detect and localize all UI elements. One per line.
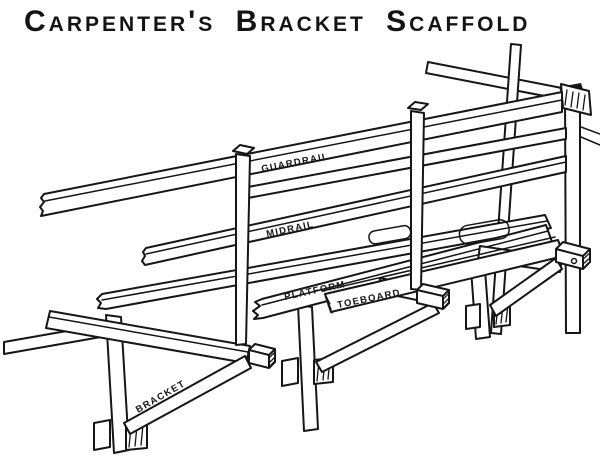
left-arm-end-block <box>248 343 276 369</box>
figure-title: Carpenter's Bracket Scaffold <box>24 5 531 38</box>
right-post-cap <box>407 101 429 111</box>
rafter-end-hatch <box>564 89 586 111</box>
right-guardrail-post <box>410 110 425 291</box>
left-guardrail-post <box>235 153 251 346</box>
left-bracket-arm <box>45 310 251 364</box>
left-bracket-cleat <box>93 419 111 451</box>
right-arm-end-hatch <box>583 253 590 268</box>
middle-arm-end-block <box>416 283 450 310</box>
middle-bracket-brace <box>315 302 440 373</box>
corner-post <box>564 92 581 334</box>
right-bracket-cleat <box>465 303 481 330</box>
midrail-top-edge <box>145 161 567 255</box>
platform-back-plank <box>96 214 552 310</box>
middle-bracket-cleat <box>281 357 299 387</box>
front-plank-edge <box>261 230 549 306</box>
corner-rail-stubs <box>580 126 600 146</box>
left-arm-end-hatch <box>269 352 275 367</box>
left-arm-edge <box>48 316 249 353</box>
plank-end-mark <box>458 218 510 246</box>
guardrail-beam <box>39 91 563 217</box>
right-bracket-brace <box>489 257 563 317</box>
middle-arm-end-hatch <box>443 293 449 308</box>
guardrail-top-edge <box>44 99 563 202</box>
toeboard-top-edge <box>321 236 556 292</box>
toeboard-end-hatch <box>325 295 333 314</box>
line-art: GUARDRAIL MIDRAIL PLATFORM TOEBOARD BRAC… <box>3 43 600 454</box>
arm-end-hole <box>570 257 578 265</box>
left-bracket-brace <box>123 355 252 435</box>
left-post-cap <box>232 144 255 155</box>
right-arm-end-block <box>555 241 591 270</box>
back-plank-edge <box>101 220 548 301</box>
